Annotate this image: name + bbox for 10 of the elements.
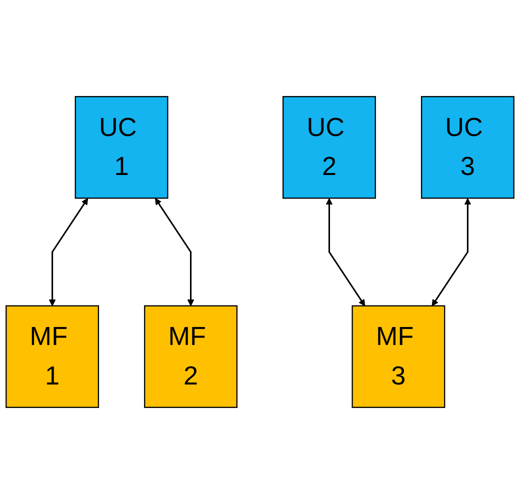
arrow xyxy=(155,198,194,306)
arrow xyxy=(48,198,88,306)
node-box: UC 3 xyxy=(420,96,514,199)
node-box: MF 2 xyxy=(144,305,238,408)
arrow xyxy=(432,198,472,306)
node-box: UC 2 xyxy=(282,96,376,199)
node-box: MF 1 xyxy=(6,305,100,408)
arrow xyxy=(326,198,366,306)
node-box: MF 3 xyxy=(352,305,446,408)
node-box: UC 1 xyxy=(74,96,168,199)
